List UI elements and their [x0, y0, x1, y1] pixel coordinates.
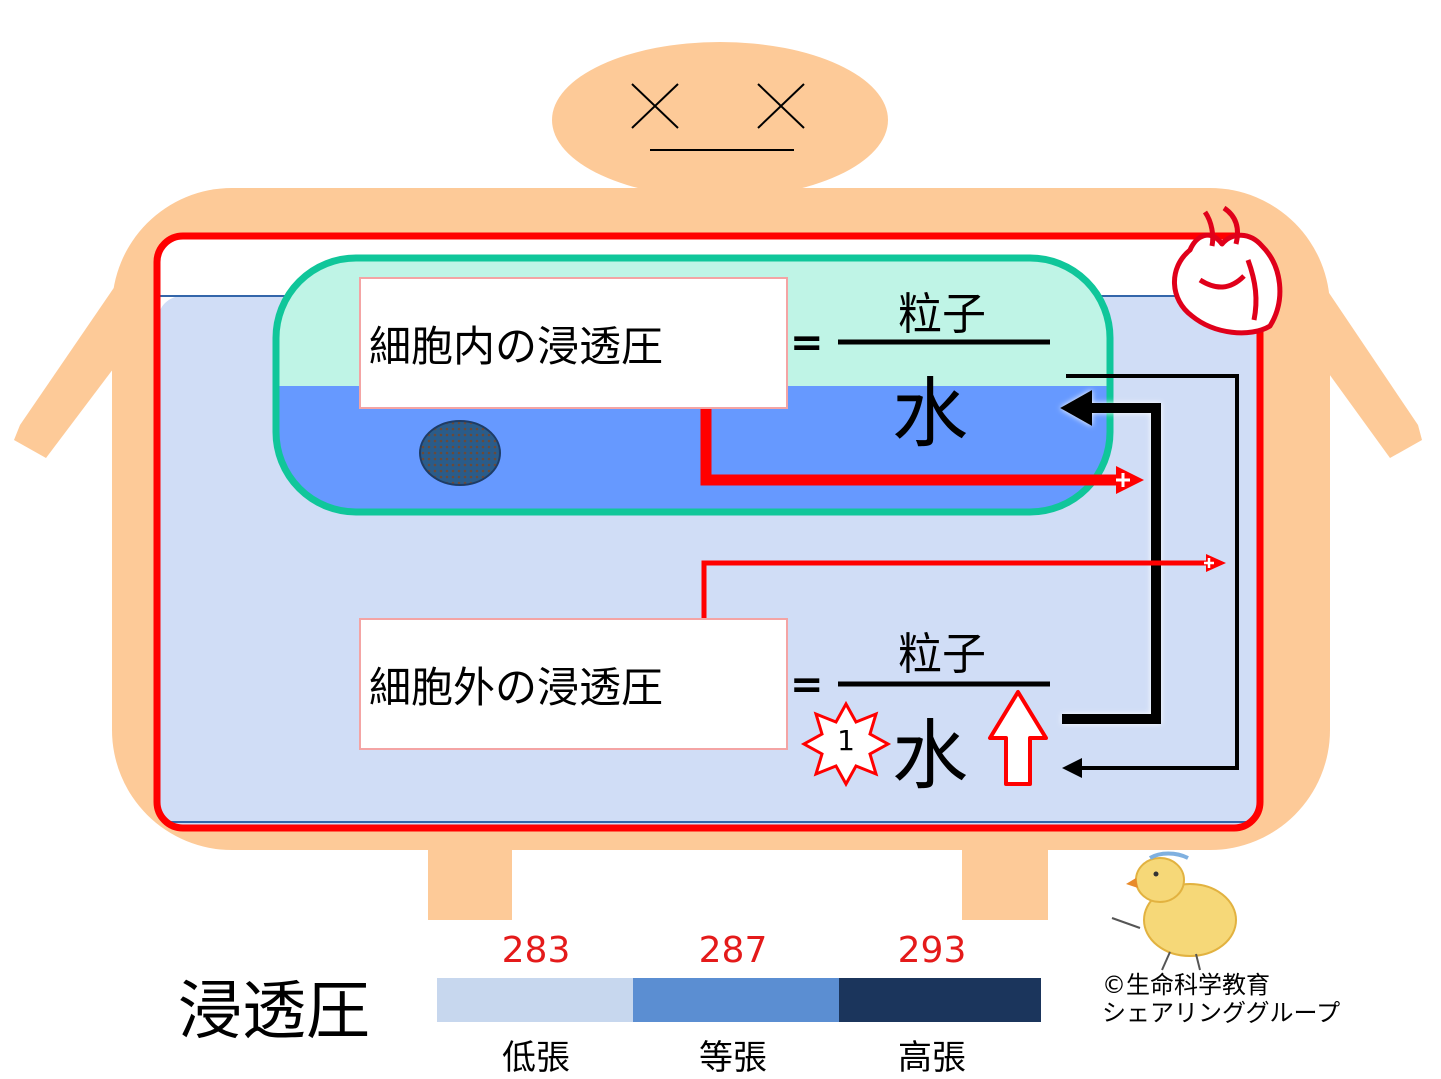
arrow-up-icon — [988, 690, 1048, 786]
extracellular-pressure-path — [701, 560, 1210, 618]
scale-title: 浸透圧 — [178, 975, 370, 1049]
intracellular-pressure-path — [700, 408, 1122, 486]
scale-label-iso: 等張 — [699, 1038, 767, 1078]
intracellular-equals: = — [790, 320, 824, 366]
left-leg — [428, 840, 512, 920]
scale-value-low: 283 — [501, 930, 571, 971]
head — [552, 42, 888, 198]
intracellular-label: 細胞内の浸透圧 — [369, 321, 664, 371]
intracellular-numerator: 粒子 — [898, 289, 986, 340]
blood-vessel-loop — [153, 232, 1264, 832]
scale-segment-high — [839, 978, 1041, 1022]
intracellular-denominator: 水 — [892, 369, 968, 458]
nucleus — [419, 420, 501, 486]
outer-water-arrowhead — [1062, 758, 1082, 778]
starburst-badge-number: 1 — [837, 724, 855, 757]
scale-label-high: 高張 — [898, 1038, 966, 1078]
extracellular-equals: = — [790, 662, 824, 708]
scale-value-high: 293 — [897, 930, 967, 971]
scale-label-low: 低張 — [502, 1038, 570, 1078]
chick-mascot-icon — [1111, 851, 1237, 971]
outer-water-path — [1066, 374, 1239, 770]
extracellular-label: 細胞外の浸透圧 — [369, 662, 664, 712]
scale-segment-iso — [633, 978, 839, 1022]
face-features — [631, 83, 805, 151]
cell-membrane — [272, 254, 1114, 516]
plus-icon-small — [1204, 558, 1214, 568]
intracellular-label-box: 細胞内の浸透圧 — [359, 277, 788, 409]
extracellular-denominator: 水 — [892, 711, 968, 800]
extracellular-pressure-arrowhead — [1206, 554, 1226, 572]
extracellular-numerator: 粒子 — [898, 629, 986, 680]
heart-icon — [1172, 205, 1283, 336]
extracellular-label-box: 細胞外の浸透圧 — [359, 618, 788, 750]
plus-icon — [1116, 473, 1130, 487]
copyright-line1: ©生命科学教育 — [1102, 971, 1270, 999]
starburst-icon — [800, 700, 892, 788]
scale-segment-low — [437, 978, 633, 1022]
right-leg — [962, 840, 1048, 920]
scale-value-iso: 287 — [698, 930, 768, 971]
copyright-line2: シェアリンググループ — [1102, 999, 1341, 1027]
